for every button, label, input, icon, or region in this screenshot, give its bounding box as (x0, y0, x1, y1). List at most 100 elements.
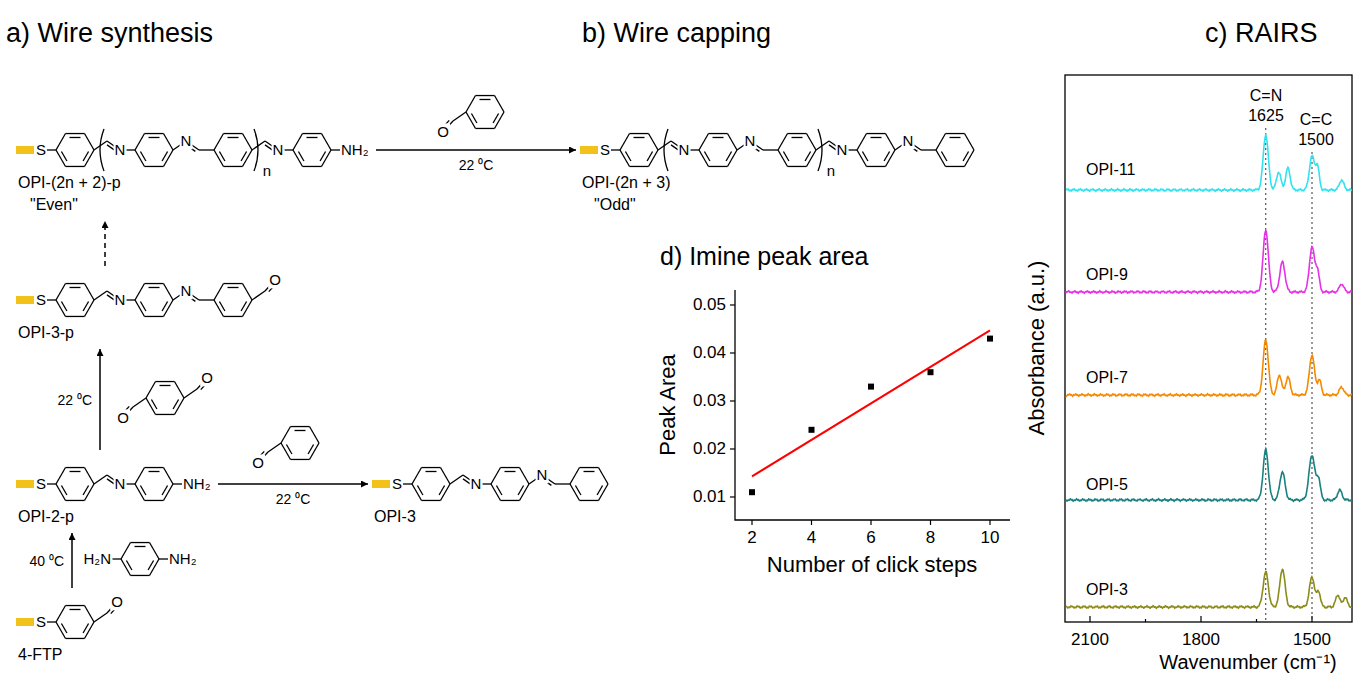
bond-line (303, 133, 322, 134)
bond-line (575, 486, 580, 496)
bond-line (412, 468, 422, 484)
atom-label: N (836, 141, 849, 158)
bond-line (149, 137, 160, 138)
gold-surface (16, 296, 34, 304)
bond-line (56, 468, 66, 484)
bracket (818, 129, 822, 171)
atom-label: n (262, 162, 272, 179)
bond-line (450, 475, 463, 484)
bond-line (520, 484, 530, 500)
atom-label: N (114, 291, 127, 308)
bond-line (946, 166, 965, 167)
bond-line (94, 613, 107, 622)
data-point (987, 336, 993, 342)
bond-line (783, 152, 788, 162)
bond-line (121, 559, 131, 575)
atom-label: N (114, 475, 127, 492)
bond-line (252, 291, 265, 300)
bond-line (476, 128, 495, 129)
bond-line (66, 133, 85, 134)
bond-line (56, 622, 66, 638)
bond-line (140, 152, 145, 162)
bond-line (597, 486, 602, 496)
atom-label: O (251, 454, 265, 471)
atom-label: S (35, 141, 47, 158)
bond-line (965, 150, 975, 166)
bond-line (649, 150, 659, 166)
bond-line (763, 149, 778, 150)
bond-line (778, 150, 788, 166)
bond-line (807, 134, 817, 150)
gold-surface (580, 146, 598, 154)
bond-line (501, 500, 520, 501)
bond-line (85, 150, 95, 166)
molecule: SNNnNNH₂OPI-(2n + 2)-p"Even" (16, 120, 372, 217)
bond-line (224, 283, 243, 284)
bond-set (41, 134, 346, 167)
bond-line (126, 561, 131, 571)
spectrum-label: OPI-9 (1086, 266, 1128, 284)
bond-line (649, 134, 659, 150)
compound-name: OPI-(2n + 2)-p (18, 174, 121, 192)
bond-line (243, 134, 253, 150)
bond-line (699, 150, 709, 166)
atom-label: NH₂ (340, 141, 370, 158)
bond-line (728, 150, 738, 166)
bond-line (243, 300, 253, 316)
atom-label: S (35, 475, 47, 492)
tick-mark (751, 520, 752, 525)
spectrum-label: OPI-11 (1086, 161, 1136, 179)
bond-line (70, 287, 81, 288)
bond-line (493, 114, 498, 124)
bond-line (965, 134, 975, 150)
bond-line (699, 134, 709, 150)
bond-line (151, 400, 156, 410)
bond-line (496, 486, 501, 496)
bond-line (518, 486, 523, 496)
bond-line (61, 302, 66, 312)
bond-line (85, 484, 95, 500)
bond-line (214, 284, 224, 300)
bond-line (862, 152, 867, 162)
atom-label: NH₂ (168, 550, 198, 567)
bond-line (175, 382, 185, 398)
bond-line (580, 500, 599, 501)
bond-line (162, 486, 167, 496)
bond-line (293, 134, 303, 150)
bond-line (726, 152, 731, 162)
bond-line (884, 152, 889, 162)
tick-mark (730, 400, 735, 401)
bond-line (713, 137, 724, 138)
scatter-plot (730, 290, 1010, 525)
bond-line (495, 112, 505, 128)
spectrum-label: OPI-5 (1086, 476, 1128, 494)
parity-tag: "Odd" (594, 196, 636, 214)
bond-set (41, 280, 276, 316)
bond-line (570, 468, 580, 484)
repeat-brackets (664, 129, 822, 171)
bond-line (441, 468, 451, 484)
bond-line (56, 150, 66, 166)
dotted-guide (1265, 128, 1266, 621)
bond-line (146, 382, 156, 398)
bond-line (620, 150, 630, 166)
bond-line (145, 500, 164, 501)
bond-line (160, 385, 171, 386)
bond-line (936, 150, 946, 166)
bond-line (148, 561, 153, 571)
reaction-arrow (376, 149, 576, 151)
atom-label: N (678, 141, 691, 158)
bond-line (162, 302, 167, 312)
bond-line (214, 150, 224, 166)
tick-mark (730, 448, 735, 449)
bond-line (56, 300, 66, 316)
bond-line (520, 468, 530, 484)
panel-heading: b) Wire capping (582, 18, 771, 49)
molecule: SNNH₂OPI-2-p (16, 454, 214, 529)
reagent-structures (106, 96, 504, 576)
bond-line (56, 284, 66, 300)
bond-line (580, 467, 599, 468)
bond-line (291, 459, 310, 460)
bond-line (491, 468, 501, 484)
bond-line (857, 150, 867, 166)
